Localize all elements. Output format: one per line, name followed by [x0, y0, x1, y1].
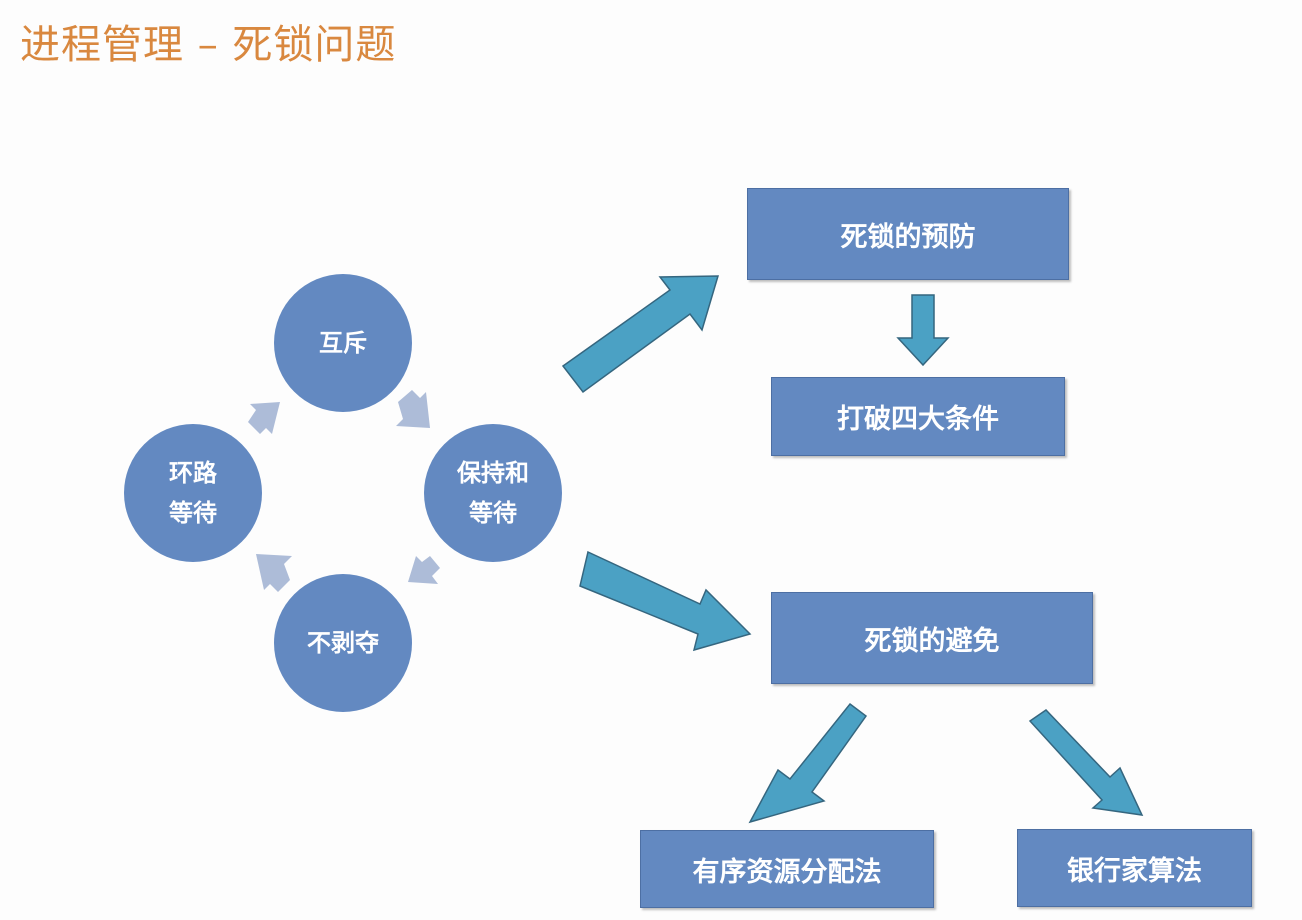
box-deadlock-prevention: 死锁的预防: [747, 188, 1069, 280]
page-title: 进程管理 – 死锁问题: [20, 22, 397, 68]
cycle-arrow-circular-to-mutex: [248, 402, 280, 434]
condition-hold-and-wait: 保持和 等待: [424, 424, 562, 562]
condition-circular-wait: 环路 等待: [124, 424, 262, 562]
cycle-arrow-mutex-to-hold: [396, 390, 430, 428]
arrow-prevention-to-break: [896, 294, 950, 367]
box-break-four-conditions: 打破四大条件: [771, 377, 1065, 456]
cycle-arrow-hold-to-nopreempt: [408, 556, 440, 584]
condition-no-preemption: 不剥夺: [274, 574, 412, 712]
arrow-avoidance-to-ordered: [748, 702, 868, 824]
box-ordered-resource-allocation: 有序资源分配法: [640, 830, 934, 908]
arrow-to-avoidance: [579, 550, 752, 652]
box-bankers-algorithm: 银行家算法: [1017, 829, 1252, 907]
condition-mutex: 互斥: [274, 274, 412, 412]
arrow-to-prevention: [561, 275, 720, 394]
arrow-avoidance-to-bankers: [1028, 709, 1144, 816]
box-deadlock-avoidance: 死锁的避免: [771, 592, 1093, 684]
cycle-arrow-nopreempt-to-circular: [256, 554, 292, 592]
